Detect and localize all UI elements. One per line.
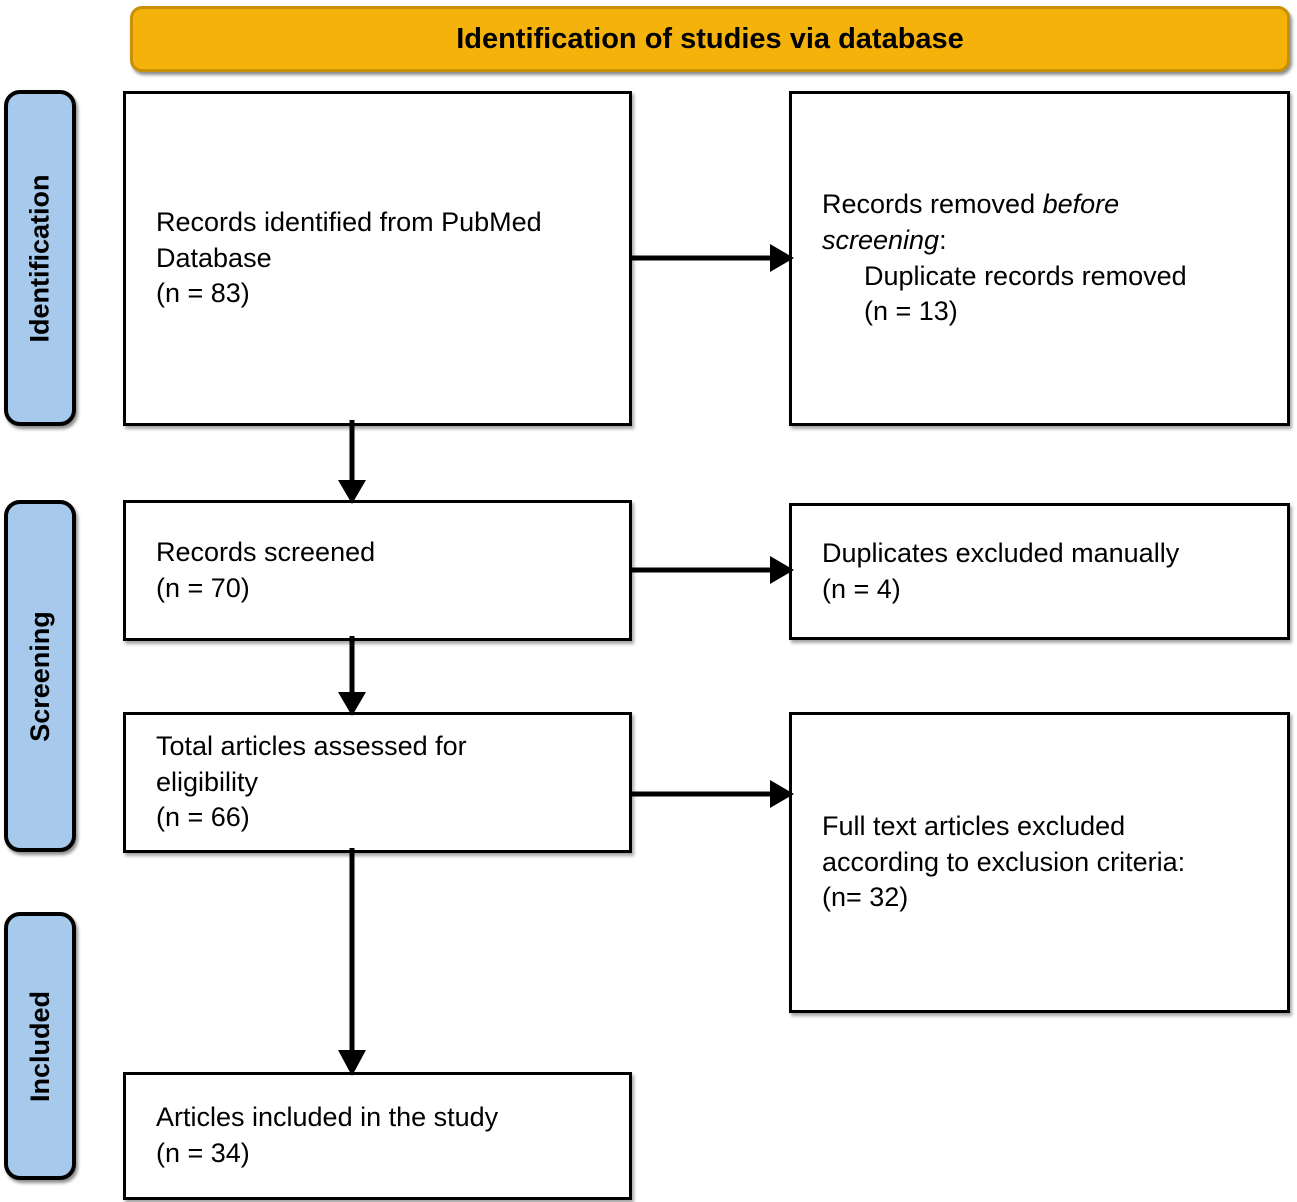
box-eligibility-text: Total articles assessed for eligibility … bbox=[126, 729, 629, 836]
records-removed-line1-prefix: Records removed bbox=[822, 189, 1043, 220]
box-records-removed-before-screening: Records removed before screening: Duplic… bbox=[789, 91, 1290, 426]
records-removed-line2-italic: screening bbox=[822, 224, 940, 255]
fulltext-excluded-count: (n= 32) bbox=[822, 882, 909, 913]
phase-label-screening-text: Screening bbox=[24, 610, 55, 742]
eligibility-line1: Total articles assessed for bbox=[156, 731, 467, 762]
records-identified-count: (n = 83) bbox=[156, 278, 250, 309]
arrow-eligibility-to-included bbox=[338, 848, 366, 1076]
arrow-identified-to-removed bbox=[630, 244, 794, 272]
box-duplicates-excluded-text: Duplicates excluded manually (n = 4) bbox=[792, 536, 1287, 607]
fulltext-excluded-line1: Full text articles excluded bbox=[822, 811, 1126, 842]
records-removed-line1-italic: before bbox=[1042, 189, 1120, 220]
records-identified-line1: Records identified from PubMed bbox=[156, 207, 542, 238]
box-records-identified: Records identified from PubMed Database … bbox=[123, 91, 632, 426]
arrow-identified-to-screened bbox=[338, 420, 366, 504]
duplicates-excluded-line1: Duplicates excluded manually bbox=[822, 537, 1180, 568]
included-line1: Articles included in the study bbox=[156, 1102, 499, 1133]
records-screened-line1: Records screened bbox=[156, 536, 376, 567]
box-total-articles-assessed-for-eligibility: Total articles assessed for eligibility … bbox=[123, 712, 632, 853]
phase-label-included-text: Included bbox=[24, 990, 55, 1102]
arrow-eligibility-to-fulltext-excluded bbox=[630, 780, 794, 808]
banner-title: Identification of studies via database bbox=[456, 22, 964, 55]
phase-label-identification-text: Identification bbox=[24, 174, 55, 342]
records-removed-line2-suffix: : bbox=[939, 224, 947, 255]
box-full-text-articles-excluded: Full text articles excluded according to… bbox=[789, 712, 1290, 1013]
box-records-screened: Records screened (n = 70) bbox=[123, 500, 632, 641]
records-identified-line2: Database bbox=[156, 242, 272, 273]
fulltext-excluded-line2: according to exclusion criteria: bbox=[822, 846, 1186, 877]
eligibility-count: (n = 66) bbox=[156, 802, 250, 833]
arrow-screened-to-eligibility bbox=[338, 636, 366, 716]
box-fulltext-excluded-text: Full text articles excluded according to… bbox=[792, 809, 1287, 916]
banner-identification-via-database: Identification of studies via database bbox=[130, 6, 1290, 72]
records-removed-line3: Duplicate records removed bbox=[864, 260, 1187, 291]
records-removed-count: (n = 13) bbox=[864, 296, 958, 327]
box-records-screened-text: Records screened (n = 70) bbox=[126, 535, 629, 606]
box-articles-included-in-study: Articles included in the study (n = 34) bbox=[123, 1072, 632, 1200]
box-included-text: Articles included in the study (n = 34) bbox=[126, 1100, 629, 1171]
box-records-removed-text: Records removed before screening: Duplic… bbox=[792, 187, 1287, 330]
phase-label-identification: Identification bbox=[4, 90, 76, 426]
phase-label-included: Included bbox=[4, 912, 76, 1180]
phase-label-screening: Screening bbox=[4, 500, 76, 852]
arrow-screened-to-duplicates-excluded bbox=[630, 556, 794, 584]
eligibility-line2: eligibility bbox=[156, 766, 259, 797]
box-records-identified-text: Records identified from PubMed Database … bbox=[126, 205, 629, 312]
records-screened-count: (n = 70) bbox=[156, 572, 250, 603]
box-duplicates-excluded-manually: Duplicates excluded manually (n = 4) bbox=[789, 503, 1290, 640]
duplicates-excluded-count: (n = 4) bbox=[822, 573, 901, 604]
included-count: (n = 34) bbox=[156, 1138, 250, 1168]
